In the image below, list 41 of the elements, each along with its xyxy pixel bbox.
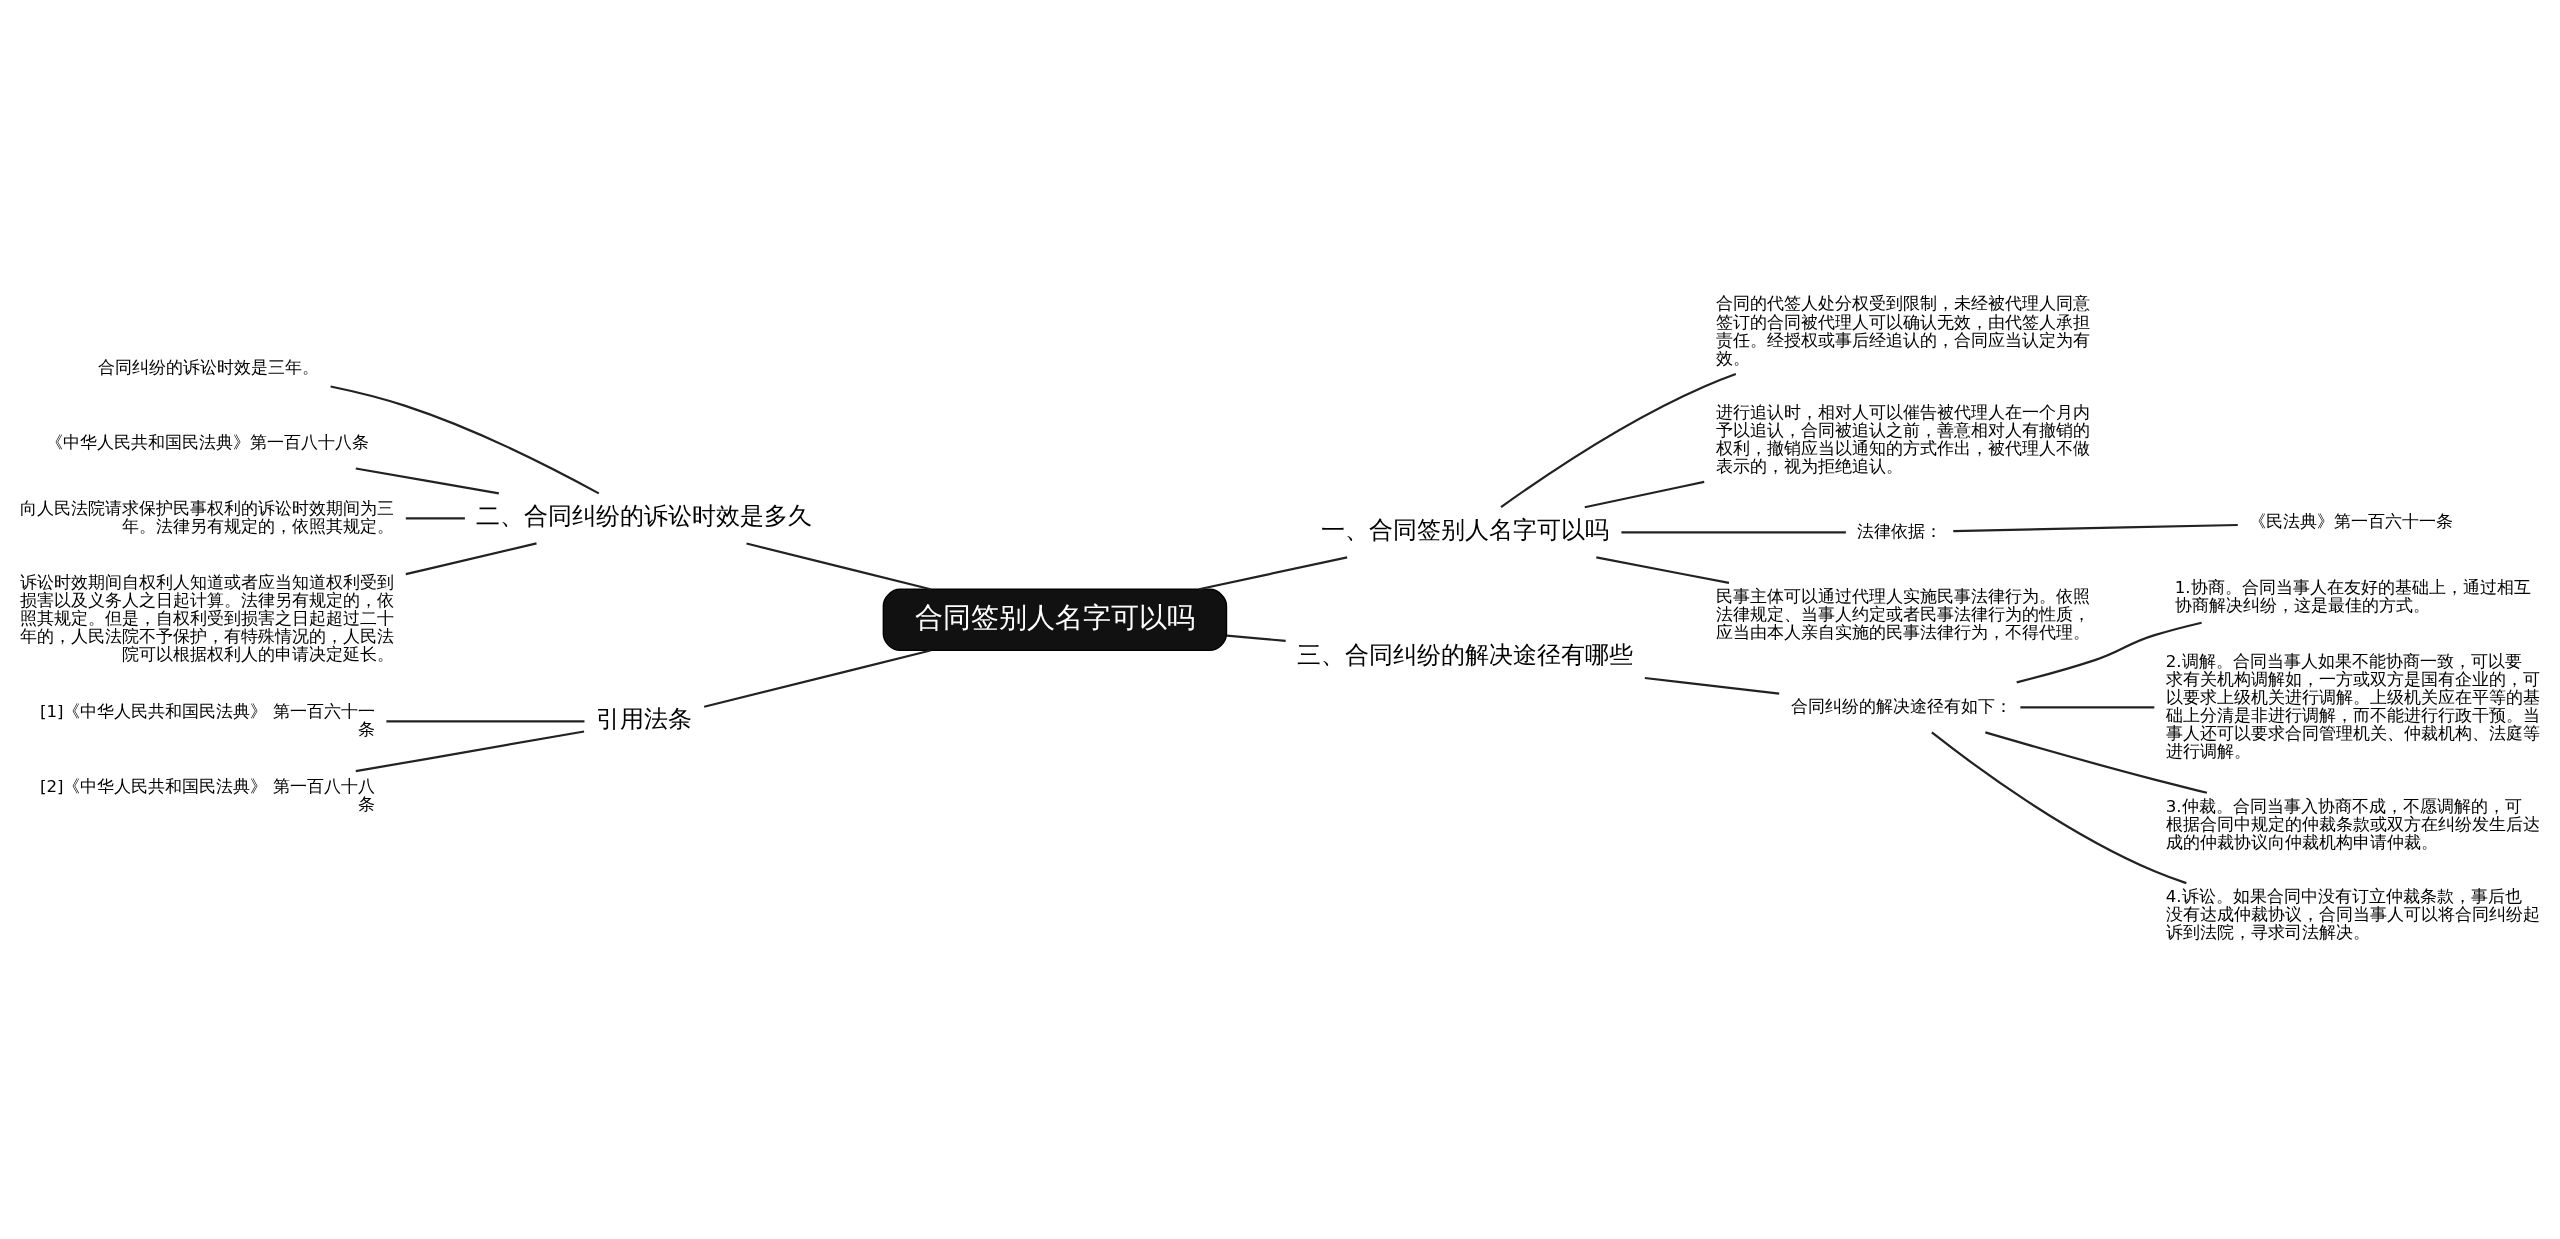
connector: [746, 542, 931, 591]
node-text: 3.仲裁。合同当事入协商不成，不愿调解的，可根据合同中规定的仲裁条款或双方在纠纷发生后达成的仲裁协议向仲裁机构申请仲裁。: [2165, 796, 2540, 852]
connector: [1985, 731, 2208, 794]
node-text: 诉讼时效期间自权利人知道或者应当知道权利受到损害以及义务人之日起计算。法律另有规定的，依照其规定。但是，自权利受到损害之日起超过二十年的，人民法院不予保护，有特殊情况的，人民法院可以根据权利人的申请决定延长。: [20, 573, 395, 665]
node-text: 4.诉讼。如果合同中没有订立仲裁条款，事后也没有达成仲裁协议，合同当事人可以将合同纠纷起诉到法院，寻求司法解决。: [2165, 887, 2540, 943]
connector: [355, 730, 585, 773]
node-text: 合同纠纷的诉讼时效是三年。: [98, 357, 320, 377]
connector: [1198, 556, 1348, 591]
connector: [703, 649, 931, 708]
connector: [1226, 634, 1286, 643]
node-text: 民事主体可以通过代理人实施民事法律行为。依照法律规定、当事人约定或者民事法律行为的性质，应当由本人亲自实施的民事法律行为，不得代理。: [1715, 586, 2090, 643]
node-text: 法律依据：: [1857, 521, 1943, 541]
node-text: 引用法条: [596, 704, 693, 733]
connector: [1596, 556, 1730, 585]
node-text: 三、合同纠纷的解决途径有哪些: [1297, 641, 1634, 670]
connector: [2020, 706, 2155, 709]
connector: [405, 542, 537, 576]
node-text: 1.协商。合同当事人在友好的基础上，通过相互协商解决纠纷，这是最佳的方式。: [2174, 577, 2531, 615]
connector: [1584, 480, 1705, 509]
node-text: 合同纠纷的解决途径有如下：: [1790, 696, 2012, 716]
node-text: 一、合同签别人名字可以吗: [1321, 516, 1610, 545]
node-text: 《中华人民共和国民法典》第一百八十八条: [46, 432, 370, 452]
node-box: 合同签别人名字可以吗: [882, 588, 1228, 652]
connector: [1500, 372, 1737, 508]
node-text: [2]《中华人民共和国民法典》 第一百八十八条: [39, 776, 375, 814]
node-text: [1]《中华人民共和国民法典》 第一百六十一条: [39, 701, 375, 739]
connector: [386, 720, 585, 723]
connector: [2016, 621, 2202, 684]
node-text: 2.调解。合同当事人如果不能协商一致，可以要求有关机构调解如，一方或双方是国有企业的，可以要求上级机关进行调解。上级机关应在平等的基础上分清是非进行调解，而不能进行行政干预。当事人还可以要求合同管理机关、仲裁机构、法庭等进行调解。: [2165, 651, 2540, 761]
connector: [330, 385, 600, 495]
connector: [1953, 523, 2238, 533]
connector: [405, 517, 465, 520]
connector: [1931, 731, 2187, 885]
node-text: 二、合同纠纷的诉讼时效是多久: [476, 502, 813, 531]
connector: [355, 467, 500, 495]
node-text: 合同的代签人处分权受到限制，未经被代理人同意签订的合同被代理人可以确认无效，由代签人承担责任。经授权或事后经追认的，合同应当认定为有效。: [1715, 294, 2090, 368]
connector: [1621, 531, 1846, 534]
node-text: 《民法典》第一百六十一条: [2249, 511, 2454, 531]
node-text: 进行追认时，相对人可以催告被代理人在一个月内予以追认，合同被追认之前，善意相对人有撤销的权利，撤销应当以通知的方式作出，被代理人不做表示的，视为拒绝追认。: [1715, 402, 2090, 477]
connector: [1644, 676, 1780, 695]
node-text: 向人民法院请求保护民事权利的诉讼时效期间为三年。法律另有规定的，依照其规定。: [20, 498, 395, 536]
